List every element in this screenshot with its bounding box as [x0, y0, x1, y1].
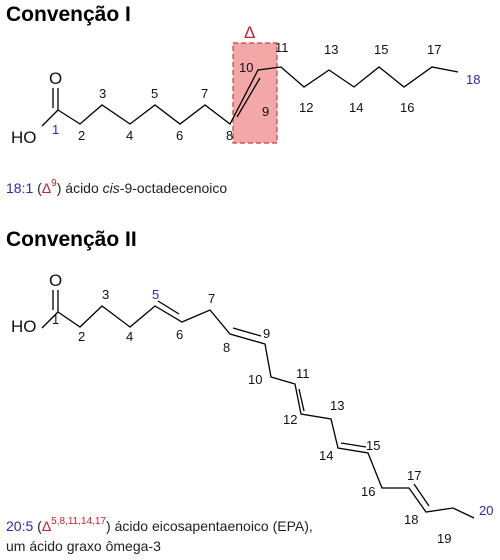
carbon-label-2: 2 [78, 128, 85, 143]
carbon-label-14: 14 [319, 448, 333, 463]
carbon-label-13: 13 [324, 42, 338, 57]
carbon-label-12: 12 [283, 412, 297, 427]
carbon-label-3: 3 [99, 86, 106, 101]
delta-positions: 5,8,11,14,17 [51, 516, 107, 528]
carbon-label-11: 11 [296, 366, 310, 381]
carbon-label-10: 10 [239, 60, 253, 75]
carbon-label-2: 2 [78, 329, 85, 344]
molecule-18-1: Δ O HO 1 2 3 4 5 6 7 8 9 10 11 12 13 14 … [11, 23, 480, 147]
double-bond-line [340, 442, 367, 448]
carbon-label-11: 11 [275, 40, 289, 55]
carbon-label-1: 1 [52, 312, 59, 327]
carbon-label-6: 6 [176, 327, 183, 342]
carbon-label-4: 4 [126, 329, 133, 344]
delta-highlight-box [232, 42, 278, 144]
carbon-label-9: 9 [262, 104, 269, 119]
cis-label: cis [102, 180, 120, 196]
carbon-label-8: 8 [226, 128, 233, 143]
oxygen-atom: O [49, 271, 62, 290]
convention-2-caption: 20:5 (Δ5,8,11,14,17) ácido eicosapentaen… [6, 516, 313, 536]
carbon-label-16: 16 [400, 100, 414, 115]
convention-1-title: Convenção I [6, 3, 131, 26]
convention-1-caption: 18:1 (Δ9) ácido cis-9-octadecenoico [6, 178, 227, 198]
carbon-label-10: 10 [248, 372, 262, 387]
carbon-label-15: 15 [374, 42, 388, 57]
carbon-label-20: 20 [479, 503, 493, 518]
double-bond-line [236, 77, 261, 118]
caption-close-text: ) ácido eicosapentaenoico (EPA), [106, 518, 313, 534]
delta-notation: Δ [41, 518, 52, 534]
carbon-label-19: 19 [437, 531, 451, 546]
hydroxyl-label: HO [11, 128, 37, 147]
bond [41, 311, 59, 329]
delta-symbol: Δ [244, 23, 255, 42]
caption-open-paren: ( [33, 518, 42, 534]
carbon-label-14: 14 [349, 100, 363, 115]
carbon-label-13: 13 [330, 398, 344, 413]
carbon-label-4: 4 [126, 128, 133, 143]
bond [41, 109, 59, 127]
delta-positions: 9 [51, 178, 57, 190]
carbon-label-8: 8 [223, 340, 230, 355]
caption-close-text: ) ácido [56, 180, 103, 196]
carbon-label-12: 12 [299, 100, 313, 115]
caption-open-paren: ( [33, 180, 42, 196]
carbon-label-16: 16 [361, 484, 375, 499]
carbon-label-15: 15 [366, 438, 380, 453]
double-bond-line [232, 327, 262, 337]
carbon-label-1: 1 [52, 122, 59, 137]
carbon-label-18: 18 [404, 512, 418, 527]
hydroxyl-label: HO [11, 317, 37, 336]
carbon-label-18: 18 [466, 72, 480, 87]
convention-2-title: Convenção II [6, 228, 137, 251]
carbon-label-17: 17 [407, 468, 421, 483]
formula-label: 18:1 [6, 180, 34, 196]
formula-label: 20:5 [6, 518, 34, 534]
carbon-label-3: 3 [102, 287, 109, 302]
double-bond-line [157, 300, 180, 315]
carbon-chain [57, 305, 475, 519]
carbon-label-9: 9 [263, 326, 270, 341]
carbon-label-7: 7 [208, 291, 215, 306]
double-bond-line [413, 483, 430, 507]
carbon-label-6: 6 [176, 128, 183, 143]
convention-2-caption-line2: um ácido graxo ômega-3 [6, 538, 161, 554]
delta-notation: Δ [41, 180, 52, 196]
carbon-label-5: 5 [152, 287, 159, 302]
molecule-20-5: O HO 1 2 3 4 5 6 7 8 9 10 11 12 13 14 15… [11, 271, 493, 546]
carbon-label-5: 5 [151, 86, 158, 101]
carbon-label-17: 17 [427, 42, 441, 57]
double-bond-line [298, 388, 305, 412]
oxygen-atom: O [49, 69, 62, 88]
carbon-chain [57, 66, 459, 125]
caption-name-rest: -9-octadecenoico [119, 180, 228, 196]
carbon-label-7: 7 [201, 86, 208, 101]
